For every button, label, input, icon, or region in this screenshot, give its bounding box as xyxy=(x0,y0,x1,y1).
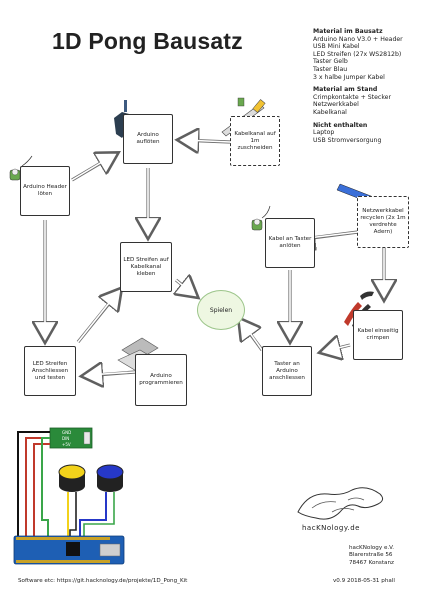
stand-item: Netzwerkkabel xyxy=(313,101,359,109)
kit-item: Taster Gelb xyxy=(313,58,348,66)
yellow-button xyxy=(58,464,86,492)
kit-item: Arduino Nano V3.0 + Header xyxy=(313,35,403,43)
step-led-anschliessen: LED Streifen Anschliessen und testen xyxy=(24,346,76,396)
step-spielen: Spielen xyxy=(197,290,245,330)
logo-text: hacKNology.de xyxy=(302,524,360,532)
kit-item: 3 x halbe Jumper Kabel xyxy=(313,73,385,81)
step-kabelkanal: Kabelkanal auf 1m zuschneiden xyxy=(230,116,280,166)
arduino-nano xyxy=(13,535,125,565)
stand-heading: Material am Stand xyxy=(313,86,378,94)
missing-heading: Nicht enthalten xyxy=(313,121,368,129)
material-info: Material im Bausatz Arduino Nano V3.0 + … xyxy=(313,28,403,144)
blue-button xyxy=(96,464,124,492)
missing-item: Laptop xyxy=(313,129,335,137)
address-line: Blarerstraße 56 xyxy=(349,552,393,559)
pin-5v-label: +5V xyxy=(62,442,71,447)
footer-version: v0.9 2018-05-31 phall xyxy=(333,578,395,584)
wiring-diagram: GND DIN +5V xyxy=(13,427,125,565)
step-kabel-taster: Kabel an Taster anlöten xyxy=(265,218,315,268)
soldering-iron-icon xyxy=(9,155,33,181)
address-line: hacKNology e.V. xyxy=(349,545,395,551)
step-arduino-aufloeten: Arduino auflöten xyxy=(123,114,173,164)
stand-item: Crimpkontakte + Stecker xyxy=(313,93,392,101)
step-taster-anschliessen: Taster an Arduino anschliessen xyxy=(262,346,312,396)
address-block: hacKNology e.V. Blarerstraße 56 78467 Ko… xyxy=(349,545,394,567)
step-programmieren: Arduino programmieren xyxy=(135,354,187,406)
soldering-iron-icon xyxy=(237,97,245,107)
kit-heading: Material im Bausatz xyxy=(313,28,383,35)
missing-item: USB Stromversorgung xyxy=(313,136,382,144)
page-title: 1D Pong Bausatz xyxy=(52,28,243,54)
footer-software-link[interactable]: Software etc: https://git.hacknology.de/… xyxy=(18,578,188,584)
soldering-iron-icon xyxy=(251,205,271,231)
stand-item: Kabelkanal xyxy=(313,108,347,116)
step-netzwerkkabel: Netzwerkkabel recyclen (2x 1m verdrehte … xyxy=(357,196,409,248)
kit-item: Taster Blau xyxy=(313,65,348,73)
step-header-loeten: Arduino Header löten xyxy=(20,166,70,216)
hacknology-logo xyxy=(297,487,384,520)
step-crimpen: Kabel einseitig crimpen xyxy=(353,310,403,360)
kit-item: LED Streifen (27x WS2812b) xyxy=(313,50,402,58)
kit-item: USB Mini Kabel xyxy=(313,43,360,51)
pin-gnd-label: GND xyxy=(62,430,71,435)
address-line: 78467 Konstanz xyxy=(349,559,394,566)
step-led-kleben: LED Streifen auf Kabelkanal kleben xyxy=(120,242,172,292)
pin-din-label: DIN xyxy=(62,436,69,441)
